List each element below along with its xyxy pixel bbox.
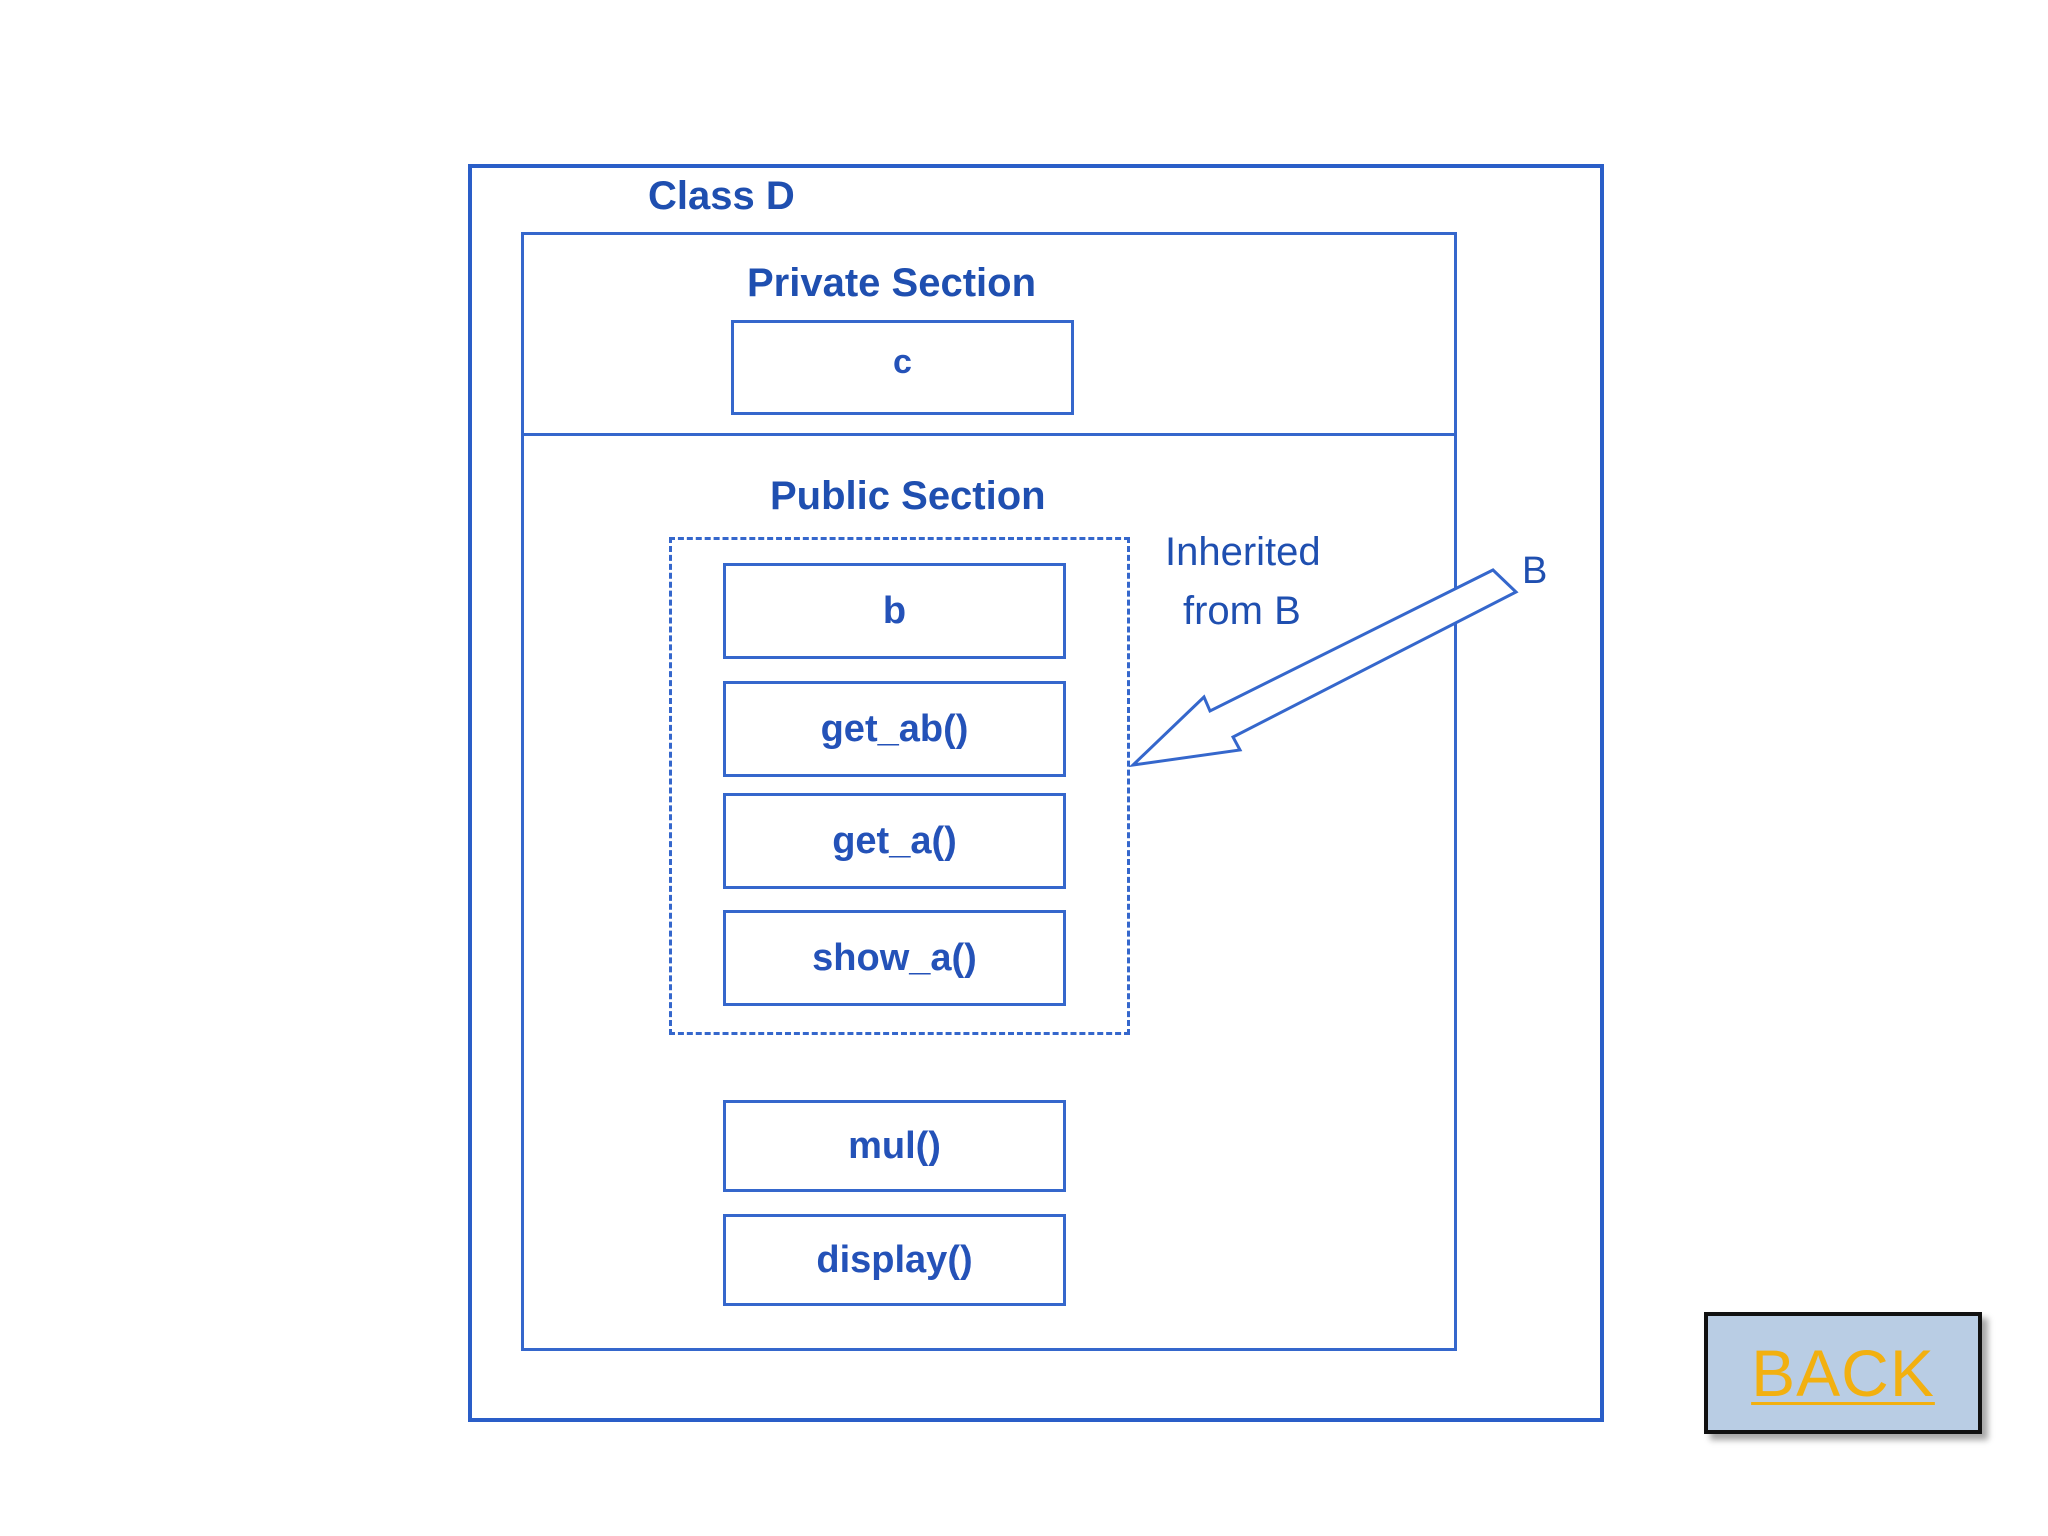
private-member-c: c bbox=[731, 320, 1074, 415]
class-d-box bbox=[468, 164, 1604, 1422]
class-body-box bbox=[521, 232, 1457, 1351]
inherited-member-get-ab: get_ab() bbox=[723, 681, 1066, 777]
inherited-note-line1: Inherited bbox=[1165, 530, 1321, 574]
member-label: b bbox=[882, 589, 907, 632]
inherited-member-show-a: show_a() bbox=[723, 910, 1066, 1006]
inherited-note-line2: from B bbox=[1183, 589, 1301, 633]
member-display: display() bbox=[723, 1214, 1066, 1306]
section-divider bbox=[521, 433, 1457, 436]
member-label: get_ab() bbox=[820, 707, 969, 750]
class-title: Class D bbox=[648, 174, 795, 218]
back-button[interactable]: BACK bbox=[1704, 1312, 1982, 1434]
inherited-member-b: b bbox=[723, 563, 1066, 659]
member-label: mul() bbox=[848, 1124, 941, 1167]
member-label: c bbox=[893, 343, 912, 381]
member-label: show_a() bbox=[812, 936, 977, 979]
inherited-members-group bbox=[669, 537, 1130, 1035]
private-section-heading: Private Section bbox=[747, 261, 1037, 305]
public-section-heading: Public Section bbox=[770, 474, 1046, 518]
inheritance-arrow-shape bbox=[1128, 568, 1519, 768]
inherited-member-get-a: get_a() bbox=[723, 793, 1066, 889]
arrow-source-label: B bbox=[1522, 550, 1548, 592]
member-label: display() bbox=[816, 1238, 973, 1281]
member-mul: mul() bbox=[723, 1100, 1066, 1192]
back-button-label: BACK bbox=[1751, 1336, 1935, 1410]
member-label: get_a() bbox=[832, 819, 957, 862]
